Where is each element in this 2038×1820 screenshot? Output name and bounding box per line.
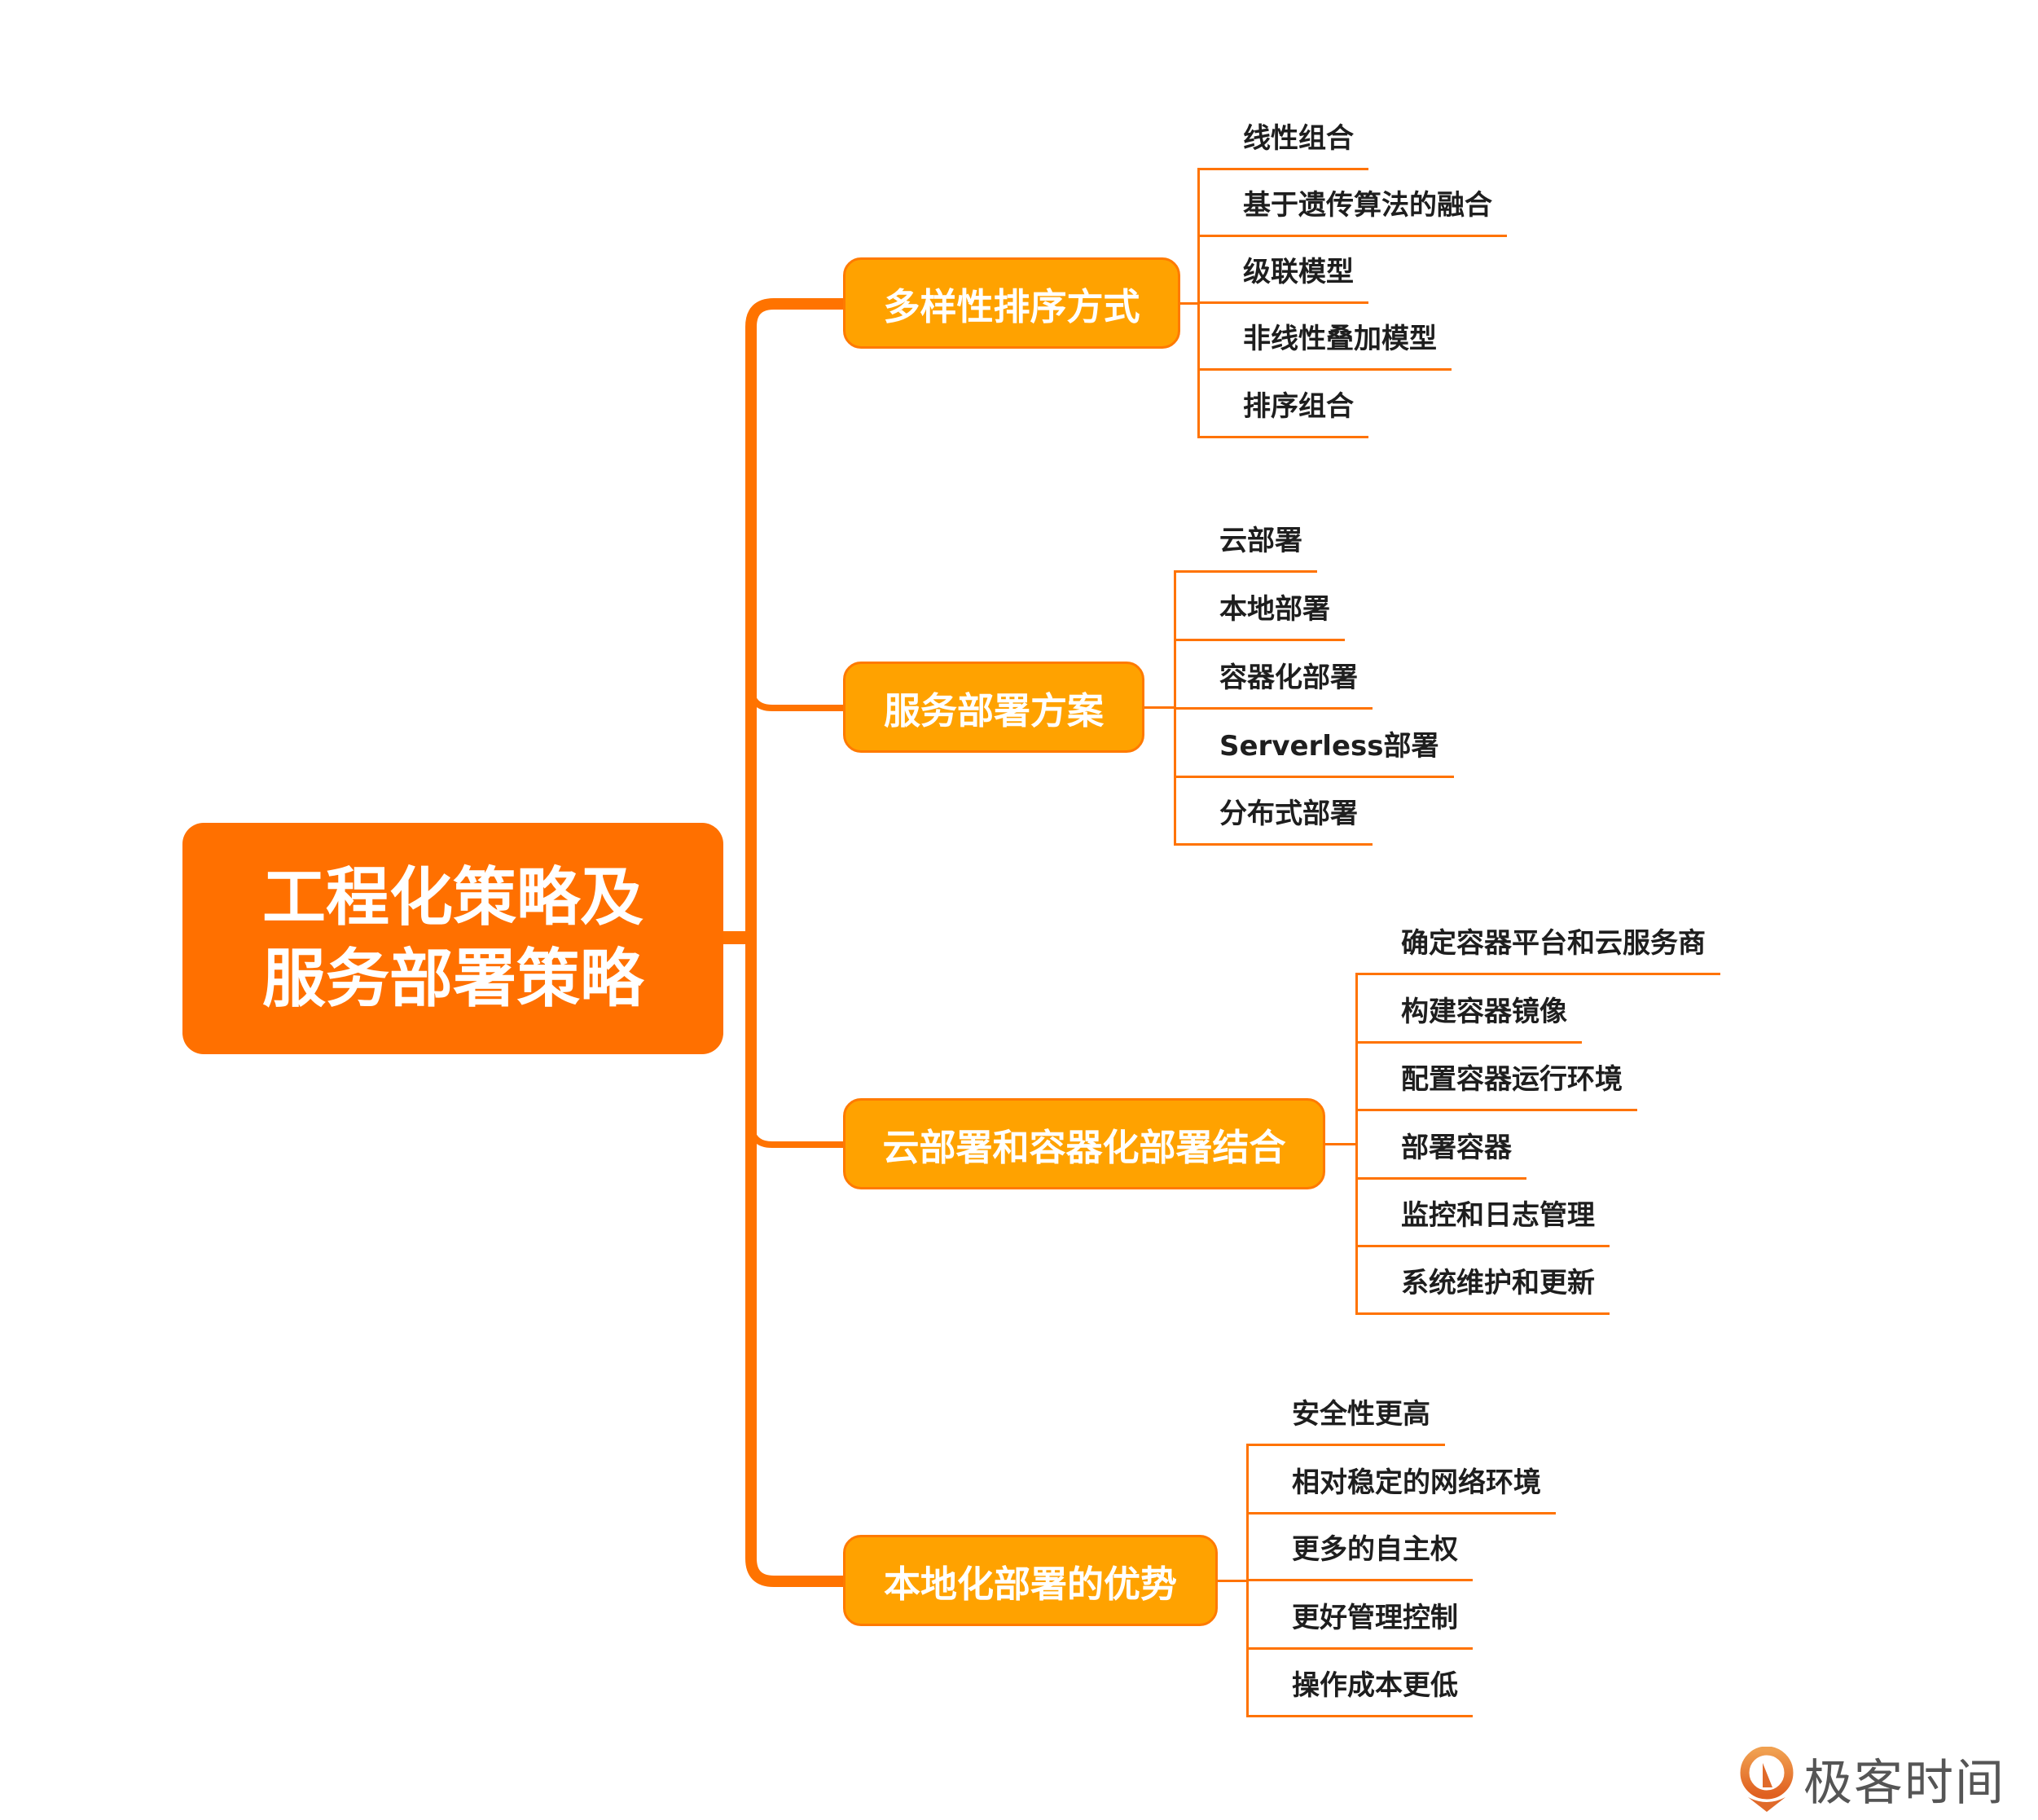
leaf-label: Serverless部署 bbox=[1219, 730, 1439, 763]
branch-node-3[interactable]: 云部署和容器化部署结合 bbox=[843, 1098, 1325, 1189]
root-title-line2: 服务部署策略 bbox=[261, 943, 643, 1016]
root-connector bbox=[722, 931, 753, 944]
leaf-label: 更多的自主权 bbox=[1292, 1533, 1458, 1566]
leaf-node[interactable]: 排序组合 bbox=[1197, 371, 1368, 438]
leaf-label: 容器化部署 bbox=[1219, 662, 1358, 694]
leaf-label: 配置容器运行环境 bbox=[1401, 1063, 1623, 1096]
leaf-label: 相对稳定的网络环境 bbox=[1292, 1466, 1541, 1499]
leaf-label: 监控和日志管理 bbox=[1401, 1199, 1595, 1232]
leaf-node[interactable]: Serverless部署 bbox=[1174, 711, 1454, 778]
leaf-label: 分布式部署 bbox=[1219, 798, 1358, 830]
trunk-line bbox=[745, 298, 844, 1587]
leaf-label: 基于遗传算法的融合 bbox=[1243, 189, 1492, 222]
leaf-node[interactable]: 分布式部署 bbox=[1174, 779, 1373, 846]
trunk-branch-3 bbox=[748, 1123, 844, 1148]
leaf-label: 更好管理控制 bbox=[1292, 1602, 1458, 1634]
leaf-node[interactable]: 容器化部署 bbox=[1174, 643, 1373, 710]
leaf-label: 本地部署 bbox=[1219, 593, 1330, 626]
leaf-node[interactable]: 云部署 bbox=[1174, 506, 1317, 573]
leaf-node[interactable]: 操作成本更低 bbox=[1246, 1651, 1473, 1717]
leaf-node[interactable]: 更好管理控制 bbox=[1246, 1583, 1473, 1650]
branch-label: 云部署和容器化部署结合 bbox=[882, 1125, 1286, 1169]
leaf-bracket bbox=[1355, 973, 1358, 1315]
leaf-node[interactable]: 系统维护和更新 bbox=[1355, 1248, 1610, 1315]
branch-label: 多样性排序方式 bbox=[883, 284, 1140, 328]
trunk-branch-2 bbox=[748, 686, 844, 711]
leaf-label: 排序组合 bbox=[1243, 390, 1354, 423]
geektime-logo-icon bbox=[1740, 1746, 1794, 1812]
leaf-label: 构建容器镜像 bbox=[1401, 996, 1567, 1028]
leaf-label: 部署容器 bbox=[1401, 1132, 1512, 1164]
branch-label: 服务部署方案 bbox=[883, 688, 1104, 732]
leaf-label: 确定容器平台和云服务商 bbox=[1401, 927, 1706, 960]
branch-node-2[interactable]: 服务部署方案 bbox=[843, 662, 1144, 753]
leaf-node[interactable]: 更多的自主权 bbox=[1246, 1514, 1473, 1581]
leaf-label: 云部署 bbox=[1219, 525, 1302, 557]
leaf-node[interactable]: 部署容器 bbox=[1355, 1113, 1526, 1180]
branch-node-1[interactable]: 多样性排序方式 bbox=[843, 257, 1180, 349]
leaf-node[interactable]: 配置容器运行环境 bbox=[1355, 1044, 1637, 1111]
branch-label: 本地化部署的优势 bbox=[883, 1562, 1177, 1606]
leaf-node[interactable]: 本地部署 bbox=[1174, 574, 1345, 641]
leaf-node[interactable]: 监控和日志管理 bbox=[1355, 1180, 1610, 1247]
leaf-label: 级联模型 bbox=[1243, 256, 1354, 288]
leaf-node[interactable]: 线性组合 bbox=[1197, 103, 1368, 170]
branch-node-4[interactable]: 本地化部署的优势 bbox=[843, 1535, 1218, 1626]
leaf-label: 操作成本更低 bbox=[1292, 1669, 1458, 1702]
leaf-node[interactable]: 确定容器平台和云服务商 bbox=[1355, 908, 1720, 975]
branch-leaf-connector bbox=[1325, 1143, 1357, 1145]
leaf-node[interactable]: 非线性叠加模型 bbox=[1197, 304, 1452, 371]
leaf-node[interactable]: 安全性更高 bbox=[1246, 1379, 1445, 1446]
leaf-label: 非线性叠加模型 bbox=[1243, 323, 1437, 355]
geektime-logo-text: 极客时间 bbox=[1803, 1755, 2005, 1812]
root-title-line1: 工程化策略及 bbox=[261, 861, 643, 934]
leaf-node[interactable]: 相对稳定的网络环境 bbox=[1246, 1448, 1556, 1514]
leaf-label: 系统维护和更新 bbox=[1401, 1267, 1595, 1299]
leaf-node[interactable]: 构建容器镜像 bbox=[1355, 977, 1582, 1044]
leaf-node[interactable]: 基于遗传算法的融合 bbox=[1197, 170, 1507, 237]
geektime-logo: 极客时间 bbox=[1738, 1743, 2005, 1814]
leaf-label: 线性组合 bbox=[1243, 122, 1354, 155]
branch-leaf-connector bbox=[1180, 302, 1199, 305]
branch-leaf-connector bbox=[1218, 1580, 1248, 1582]
leaf-node[interactable]: 级联模型 bbox=[1197, 237, 1368, 304]
leaf-label: 安全性更高 bbox=[1292, 1398, 1430, 1431]
branch-leaf-connector bbox=[1144, 706, 1175, 709]
root-node[interactable]: 工程化策略及 服务部署策略 bbox=[182, 823, 723, 1054]
